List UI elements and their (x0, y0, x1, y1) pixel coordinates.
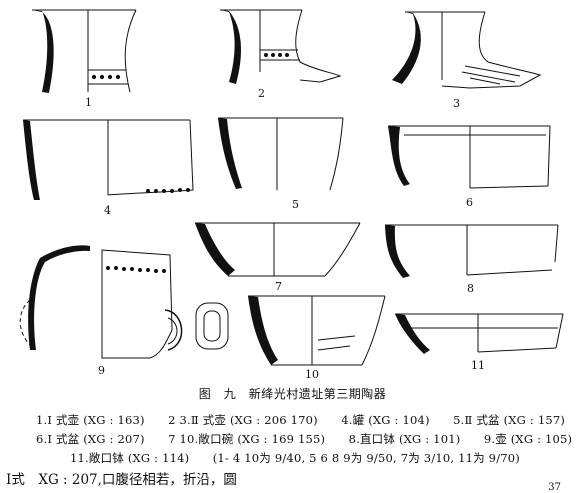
pottery-drawings-plate (0, 0, 585, 380)
page-number: 37 (548, 482, 561, 493)
vessel-number-3: 3 (453, 97, 460, 110)
vessel-6-drawing (388, 126, 550, 188)
vessel-7-drawing (195, 223, 360, 276)
vessel-number-2: 2 (258, 87, 265, 100)
caption-line-1: 1.Ⅰ 式壶 (XG : 163) 2 3.Ⅱ 式壶 (XG : 206 170… (36, 413, 566, 427)
vessel-1-drawing (32, 10, 136, 93)
vessel-number-8: 8 (467, 282, 474, 295)
vessel-8-drawing (385, 225, 558, 278)
vessel-number-5: 5 (292, 198, 299, 211)
vessel-number-1: 1 (85, 96, 92, 109)
vessel-10-drawing (248, 296, 385, 365)
vessel-number-10: 10 (305, 368, 319, 381)
caption-line-3: 11.敞口钵 (XG : 114) (1- 4 10为 9/40, 5 6 8 … (70, 451, 520, 465)
body-text-line: Ⅰ式 XG : 207,口腹径相若，折沿，圆 (6, 472, 237, 488)
caption-line-2: 6.Ⅰ 式盆 (XG : 207) 7 10.敞口碗 (XG : 169 155… (36, 432, 573, 446)
vessel-5-drawing (218, 118, 343, 190)
vessel-number-4: 4 (104, 204, 111, 217)
vessel-number-9: 9 (98, 364, 105, 377)
vessel-2-drawing (220, 10, 340, 84)
vessel-4-drawing (23, 120, 193, 200)
vessel-11-drawing (395, 314, 563, 354)
vessel-9-drawing (20, 245, 228, 358)
vessel-number-11: 11 (471, 359, 485, 372)
vessel-number-7: 7 (275, 280, 282, 293)
figure-title: 图 九 新绛光村遗址第三期陶器 (198, 387, 387, 401)
vessel-number-6: 6 (466, 196, 473, 209)
vessel-3-drawing (392, 12, 540, 88)
